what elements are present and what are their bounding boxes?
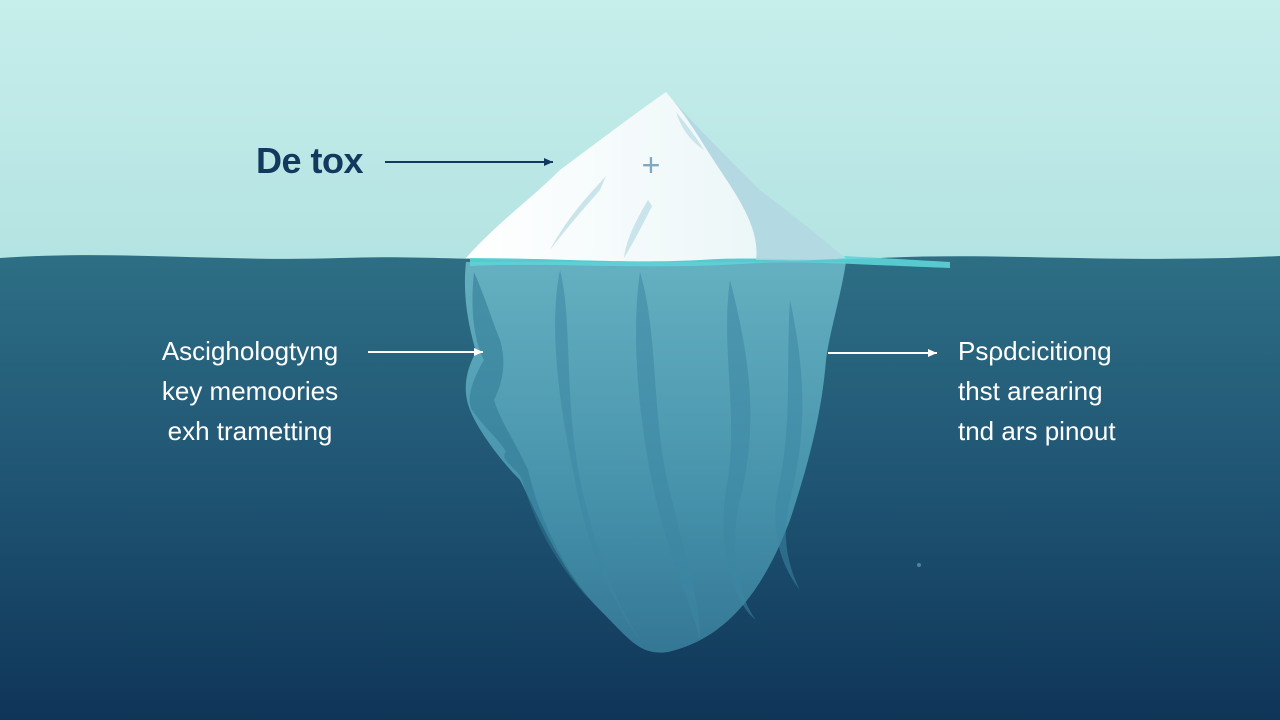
bubble-dot: [917, 563, 921, 567]
left-callout: Ascighologtyng key memoories exh tramett…: [120, 331, 380, 451]
left-callout-line: Ascighologtyng: [161, 336, 339, 366]
iceberg-streaks: [555, 270, 803, 640]
diagram-title: De tox: [256, 140, 364, 181]
left-callout-line: exh trametting: [167, 416, 333, 446]
right-callout-line: thst arearing: [958, 376, 1103, 406]
right-callout: Psρdcicitiong thst arearing tnd ars pino…: [958, 331, 1116, 451]
face-profile: [469, 272, 590, 600]
right-callout-line: Psρdcicitiong: [958, 336, 1112, 366]
iceberg-tip-shade: [666, 92, 846, 261]
right-callout-line: tnd ars pinout: [958, 416, 1116, 446]
left-callout-line: key memoories: [161, 376, 339, 406]
peak-marker: +: [642, 147, 661, 183]
